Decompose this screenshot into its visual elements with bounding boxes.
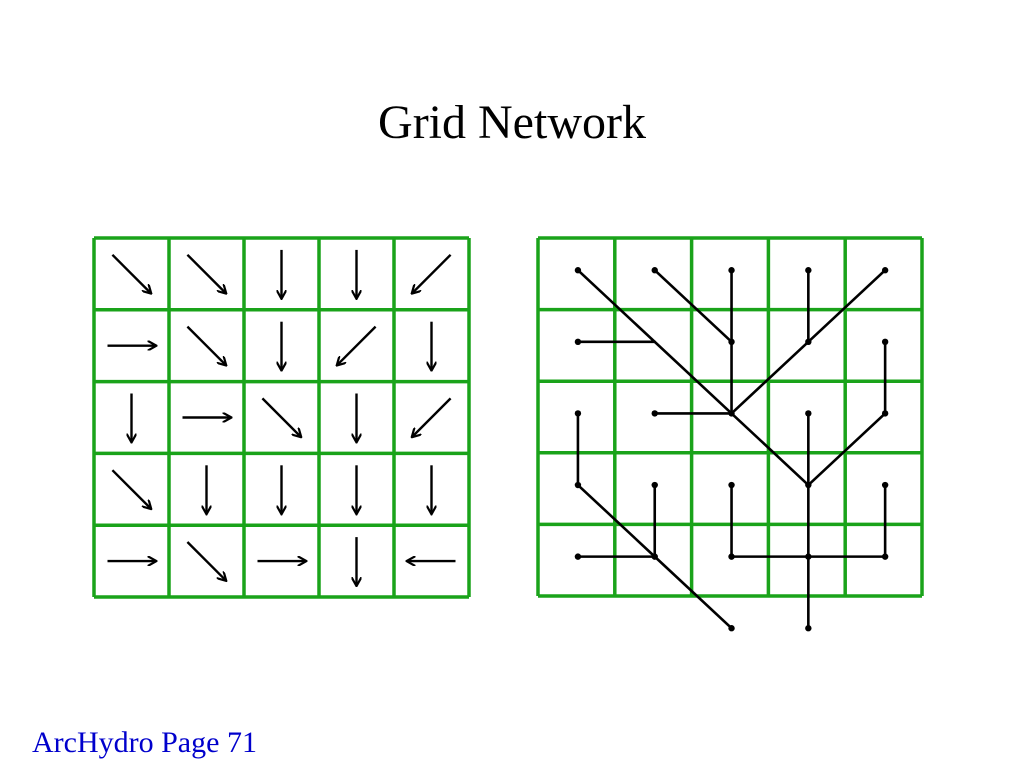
- flow-arrow-sw-icon: [412, 397, 452, 436]
- flow-arrow-se-icon: [186, 253, 225, 293]
- flow-arrow-se-icon: [186, 325, 225, 365]
- network-link: [730, 412, 810, 487]
- slide-title: Grid Network: [378, 96, 646, 149]
- network-node: [574, 410, 582, 417]
- network-node: [728, 553, 735, 560]
- network-node: [728, 267, 735, 274]
- network-link: [807, 268, 887, 344]
- network-node: [881, 553, 889, 560]
- network-node: [805, 553, 812, 560]
- network-node: [881, 267, 889, 274]
- network-node: [805, 625, 812, 632]
- network-node: [728, 410, 735, 417]
- flow-arrow-se-icon: [261, 397, 300, 436]
- flow-arrow-se-icon: [111, 253, 150, 293]
- flow-arrow-se-icon: [111, 469, 150, 508]
- network-node: [651, 481, 658, 489]
- network-node: [651, 267, 658, 274]
- network-node: [574, 338, 582, 346]
- network-link: [653, 555, 733, 630]
- network-link: [576, 483, 657, 558]
- network-link: [653, 268, 733, 344]
- network-node: [881, 410, 889, 417]
- network-node: [881, 338, 889, 346]
- network-node: [728, 338, 735, 346]
- footer-page-label: ArcHydro Page 71: [32, 726, 257, 759]
- network-node: [651, 553, 658, 560]
- flow-arrow-sw-icon: [412, 253, 452, 293]
- network-node: [881, 481, 889, 489]
- network-link: [807, 412, 887, 487]
- network-node: [574, 481, 582, 489]
- network-node: [728, 481, 735, 489]
- flow-arrow-sw-icon: [337, 325, 377, 365]
- network-node: [574, 267, 582, 274]
- flow-arrow-se-icon: [186, 541, 225, 580]
- network-node: [651, 410, 658, 417]
- network-node: [728, 625, 735, 632]
- network-node: [805, 410, 812, 417]
- network-node: [805, 267, 812, 274]
- network-link: [730, 340, 810, 415]
- network-node: [574, 553, 582, 560]
- network-node: [805, 481, 812, 489]
- network-node: [805, 338, 812, 346]
